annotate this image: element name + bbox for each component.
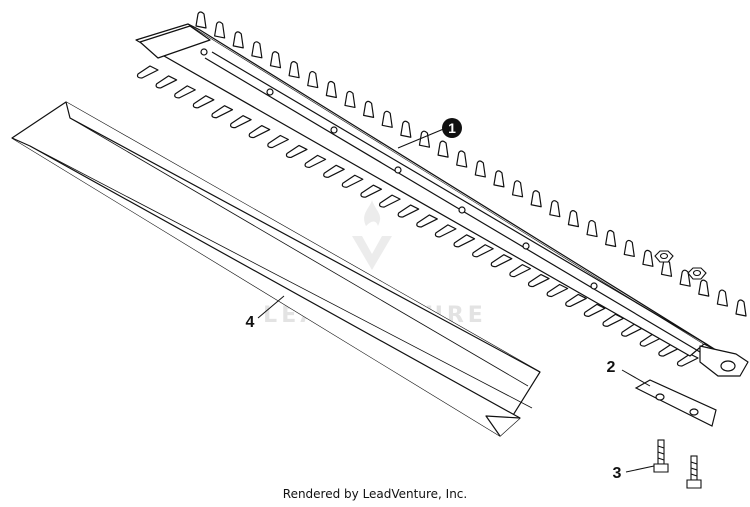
blade-tooth [676,353,699,367]
blade-tooth [304,154,327,168]
callout-4: 4 [246,295,285,331]
nuts [654,250,707,280]
blade-tooth [378,194,401,208]
callout-2-label: 2 [607,359,616,376]
bolt-1 [653,439,669,473]
part-bolts [653,439,702,489]
blade-tooth [530,190,542,208]
blade-tooth [285,144,308,159]
blade-tooth [325,80,337,99]
blade-tooth [602,313,625,327]
blade-tooth [660,259,673,277]
blade-tooth [623,239,635,258]
blade-rivet [330,126,338,134]
blade-tooth [192,95,215,109]
blade-tooth [434,224,457,238]
blade-tooth [251,41,263,59]
blade-tooth [493,170,505,188]
blade-tooth [565,293,587,308]
blade-tooth [621,323,643,337]
blade-tooth [232,31,244,49]
blade-tooth [397,204,420,218]
callout-3: 3 [613,465,655,482]
blade-tooth [195,11,207,29]
blade-tooth [288,61,300,79]
callout-1: 1 [397,118,462,149]
blade-tooth [323,164,345,178]
callout-2: 2 [607,359,651,387]
blade-tooth [248,124,271,139]
blade-tooth [418,130,431,148]
blade-tooth [549,200,561,218]
part-blade-assembly [135,11,749,377]
blade-tooth [341,174,364,188]
nut-1 [654,250,674,263]
blade-tooth [381,110,393,128]
blade-rivet [394,166,402,174]
blade-tooth [639,333,662,347]
blade-tooth [472,244,494,258]
blade-tooth [586,219,598,238]
blade-tooth [716,289,728,307]
blade-rivet [522,242,530,250]
blade-tooth [307,70,319,89]
blade-tooth [230,115,252,129]
blade-tooth [360,184,383,198]
blade-tooth [527,273,550,288]
callout-1-label: 1 [448,120,456,136]
blade-tooth [509,264,532,278]
blade-tooth [490,254,513,268]
blade-tooth [267,134,289,149]
blade-tooth [344,90,356,109]
blade-tooth [567,210,580,228]
callout-3-label: 3 [613,465,622,482]
blade-tooth [456,150,468,168]
blade-rivet [458,206,466,214]
blade-tooth [269,51,282,69]
blade-tooth [511,180,524,198]
callout-4-label: 4 [246,314,255,331]
nut-2 [687,267,707,280]
blade-teeth [136,11,747,367]
blade-tooth [735,299,747,317]
blade-tooth [642,249,654,267]
blade-tooth [136,65,159,79]
blade-tooth [214,21,226,39]
blade-tooth [474,160,486,178]
blade-tooth [437,140,449,158]
blade-tooth [400,120,412,138]
blade-tooth [583,303,606,317]
blade-tooth [453,234,476,248]
blade-rivets [266,88,598,290]
blade-tooth [362,100,375,118]
blade-tooth [546,283,569,298]
blade-tooth [605,229,617,248]
blade-tooth [416,214,438,228]
blade-tooth [174,85,196,99]
blade-rivet [266,88,274,96]
blade-tooth [155,75,178,89]
part-wear-plate [634,379,717,427]
bolt-2 [686,455,702,489]
footer-credit: Rendered by LeadVenture, Inc. [282,487,468,501]
blade-tooth [698,279,710,297]
blade-tooth [211,105,234,119]
blade-rivet [590,282,598,290]
part-blade-guard [11,101,541,437]
